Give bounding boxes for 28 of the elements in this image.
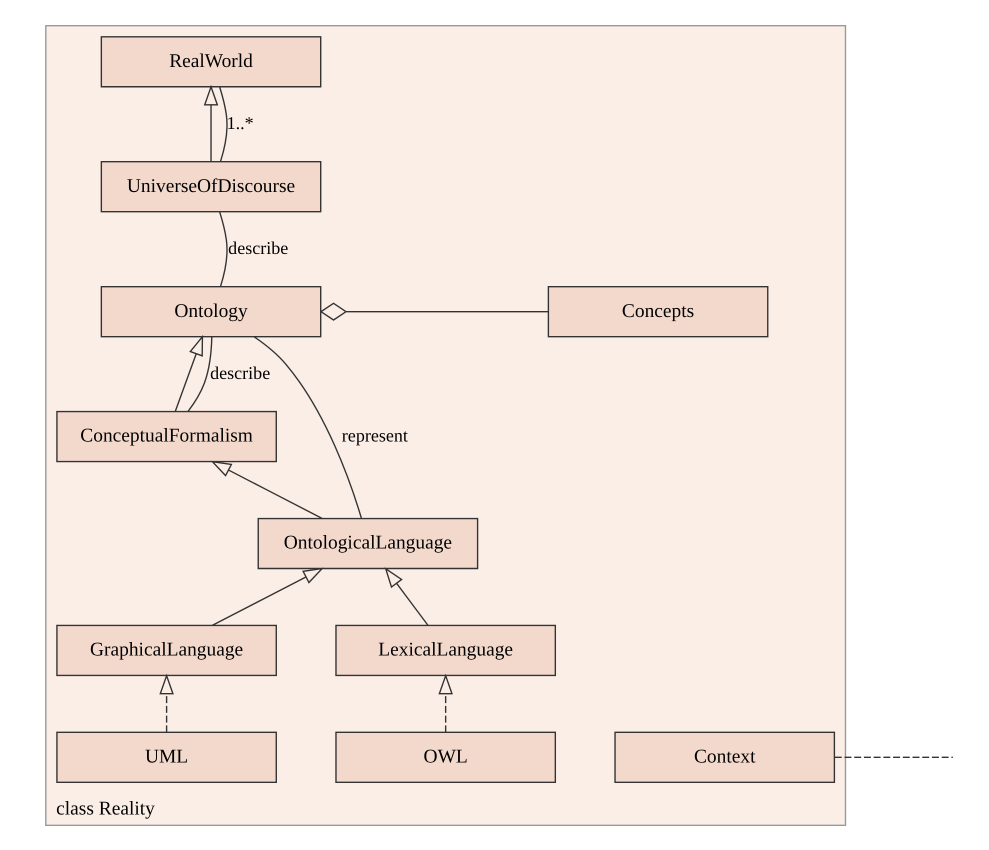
edge-label: describe (210, 362, 270, 382)
node-box: RealWorld (100, 36, 322, 87)
arrow (212, 567, 324, 626)
connector (218, 211, 228, 286)
edge-label: describe (228, 237, 288, 258)
arrow (438, 673, 453, 732)
connector (188, 336, 212, 412)
node-box: Ontology (100, 285, 322, 337)
node-box: UniverseOfDiscourse (100, 160, 322, 212)
arrow (210, 460, 323, 519)
node-box: GraphicalLanguage (56, 624, 277, 676)
edge-label: represent (342, 424, 408, 445)
connector (218, 86, 228, 161)
connector (834, 756, 953, 758)
node-box: OWL (335, 731, 556, 782)
arrow (174, 334, 204, 411)
node-box: OntologicalLanguage (258, 517, 478, 569)
arrow (159, 673, 174, 732)
node-box: Concepts (548, 285, 768, 337)
node-box: LexicalLanguage (335, 624, 556, 676)
node-box: ConceptualFormalism (56, 410, 277, 462)
node-box: Context (614, 731, 836, 782)
edge-label: 1..* (226, 112, 254, 132)
arrow (384, 566, 429, 626)
arrow (204, 84, 218, 161)
connector (254, 336, 362, 518)
connector (320, 302, 548, 320)
node-box: UML (56, 731, 277, 782)
